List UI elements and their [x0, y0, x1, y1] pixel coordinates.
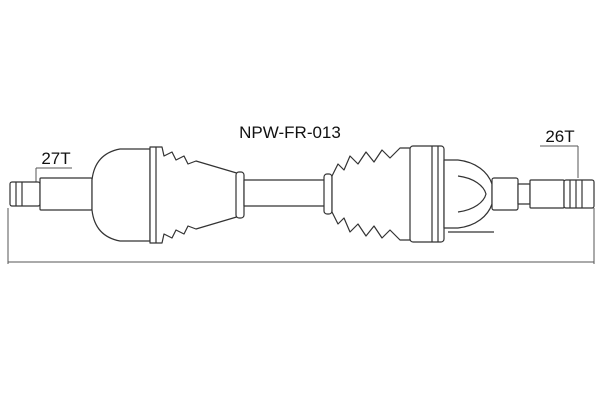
inner-cv-boot — [331, 147, 413, 241]
housing-neck — [443, 159, 493, 229]
inner-tripod-housing — [409, 145, 445, 243]
right-shaft-neck — [529, 179, 565, 209]
outer-boot-band — [235, 171, 245, 219]
left-spline-count-label: 27T — [41, 149, 70, 168]
shaft-assembly — [9, 145, 595, 244]
axle-shaft — [243, 179, 329, 207]
right-spline-stub — [563, 179, 595, 209]
part-number-label: NPW-FR-013 — [239, 123, 341, 142]
left-spline-stub — [9, 181, 41, 207]
left-shaft-neck — [39, 177, 93, 211]
dimension-lines — [7, 145, 595, 264]
outer-cv-boot — [149, 146, 241, 244]
inner-boot-band — [323, 173, 333, 215]
housing-bell-curve — [457, 175, 487, 213]
outer-cv-joint — [91, 148, 151, 242]
right-shaft-collar — [517, 183, 531, 205]
right-shaft — [491, 177, 519, 211]
right-spline-count-label: 26T — [545, 127, 574, 146]
